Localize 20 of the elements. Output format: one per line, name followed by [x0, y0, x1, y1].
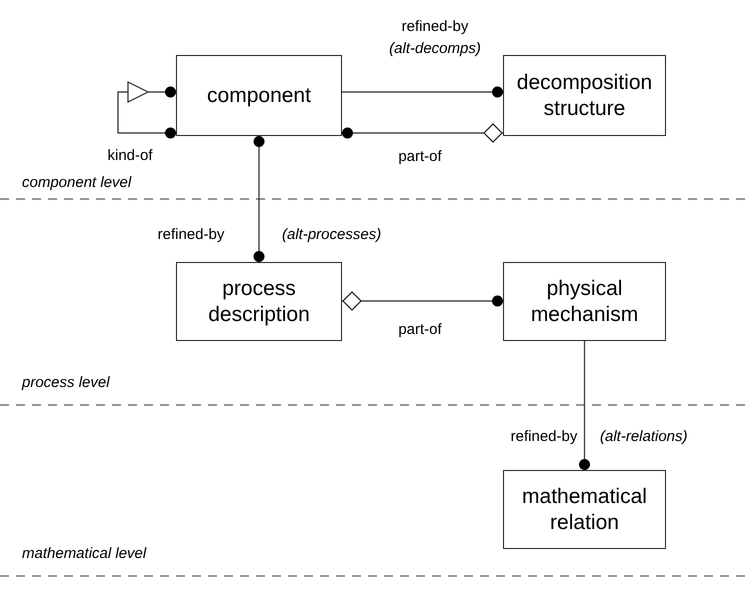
edge-label: part-of [396, 148, 444, 165]
annotation: (alt-decomps) [387, 40, 483, 57]
edge-label: refined-by [508, 428, 580, 445]
annotation: (alt-relations) [598, 428, 690, 445]
level-label: component level [20, 174, 134, 191]
connector [342, 123, 503, 143]
level-label: process level [20, 374, 112, 391]
connector [342, 86, 503, 98]
entity-box: physical mechanism [503, 262, 666, 341]
entity-box: decomposition structure [503, 55, 666, 136]
entity-box: mathematical relation [503, 470, 666, 549]
edge-label: refined-by [400, 18, 470, 35]
connector [342, 291, 503, 311]
connector [254, 136, 264, 262]
annotation: (alt-processes) [280, 226, 384, 243]
entity-box: component [176, 55, 342, 136]
connector [579, 341, 590, 470]
entity-box: process description [176, 262, 342, 341]
edge-label: refined-by [156, 226, 226, 243]
edge-label: part-of [396, 321, 444, 338]
